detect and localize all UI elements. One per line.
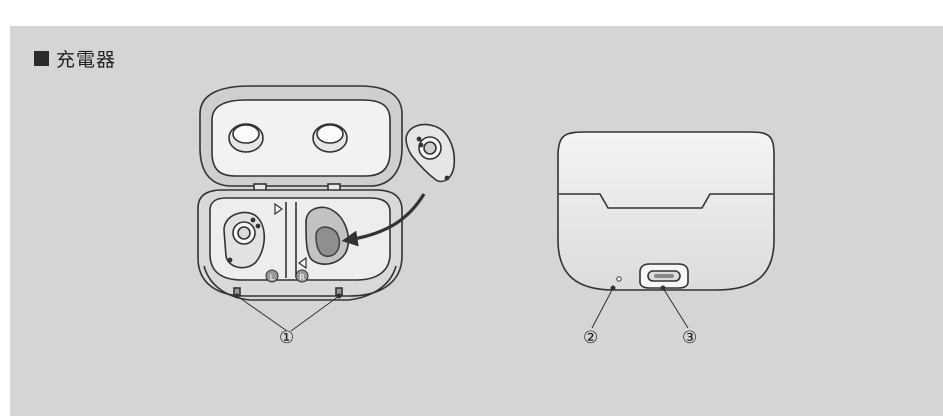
insert-arrow — [341, 193, 426, 247]
callout-1-leaders — [234, 293, 342, 332]
figure-panel: 充電器 — [10, 26, 943, 416]
callout-2-label: ② — [583, 328, 599, 348]
callout-3-label: ③ — [682, 328, 698, 348]
callout-1-label: ① — [279, 328, 295, 348]
closed-charging-case — [557, 131, 775, 291]
heading-title: 充電器 — [56, 49, 117, 71]
charger-illustration: L R — [197, 85, 775, 332]
section-heading: 充電器 — [34, 45, 116, 72]
loose-earbud — [405, 123, 456, 183]
callout-2-3-leaders — [591, 285, 689, 329]
open-charging-case — [197, 85, 403, 301]
case-right-mark: R — [299, 273, 305, 282]
heading-square-icon — [34, 51, 49, 66]
case-left-mark: L — [270, 273, 275, 282]
